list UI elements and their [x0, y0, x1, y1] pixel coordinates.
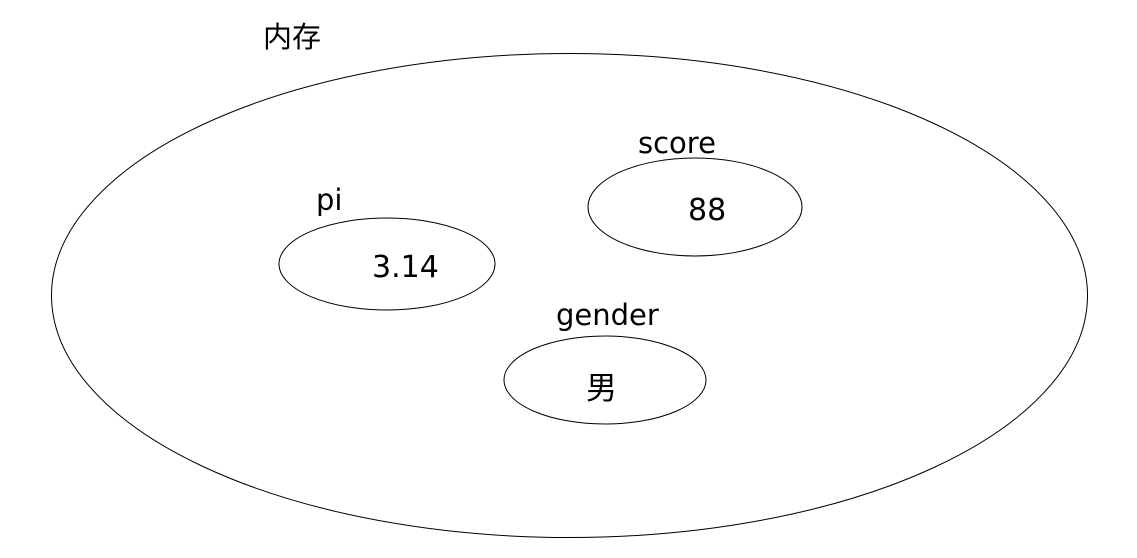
variable-label-gender: gender	[556, 298, 659, 332]
variable-value-gender: 男	[586, 371, 617, 407]
variable-value-score: 88	[688, 193, 726, 228]
variable-label-score: score	[638, 126, 716, 160]
variable-ellipse-pi	[279, 218, 495, 310]
variable-ellipse-gender	[504, 336, 706, 424]
memory-container-ellipse	[52, 54, 1088, 538]
variable-value-pi: 3.14	[372, 250, 439, 285]
variable-ellipse-score	[588, 158, 802, 256]
memory-container-label: 内存	[263, 20, 321, 54]
variable-label-pi: pi	[316, 183, 342, 217]
